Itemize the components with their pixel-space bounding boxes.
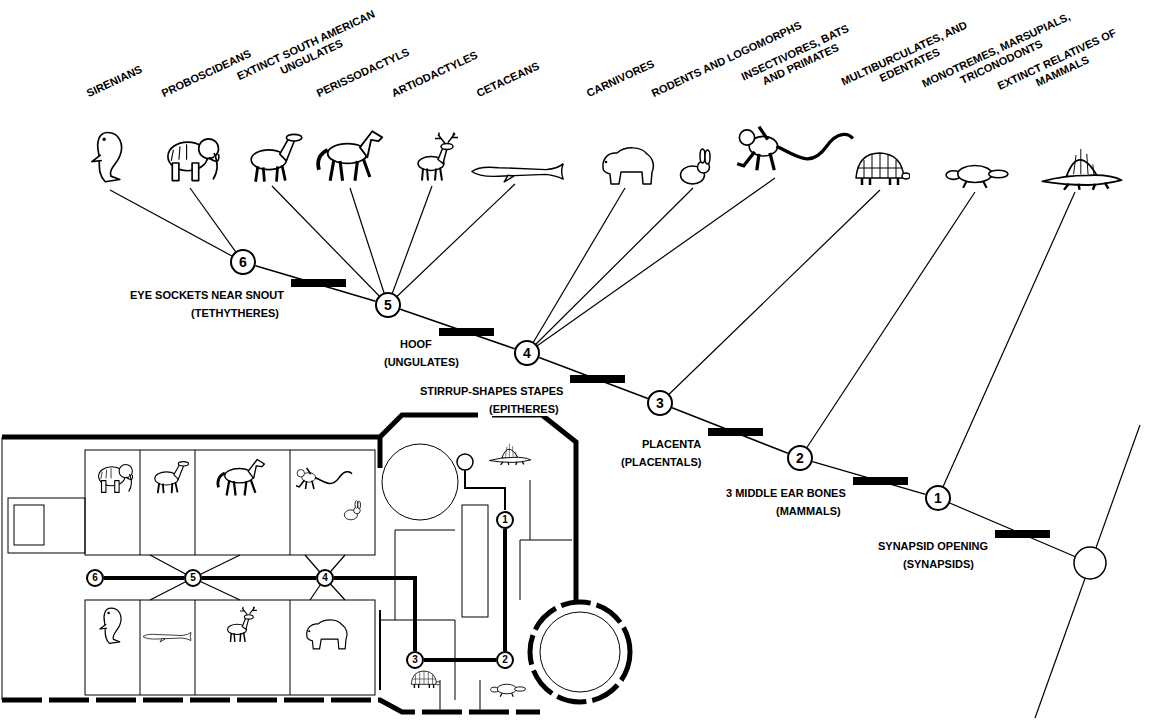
corridor-line [424, 658, 496, 662]
trait-label: (UNGULATES) [383, 355, 460, 369]
trait-label: PLACENTA [641, 437, 702, 451]
trait-label: (EPITHERES) [488, 402, 560, 416]
trait-label: EYE SOCKETS NEAR SNOUT [129, 288, 285, 302]
root-circle [1074, 547, 1106, 579]
corridor-line [503, 529, 507, 651]
plan-node: 5 [184, 569, 202, 587]
callout-number: 3 [656, 396, 664, 410]
floor-plan [2, 415, 630, 712]
trait-label: 3 MIDDLE EAR BONES [725, 486, 847, 500]
clade-node: 6 [230, 249, 256, 275]
taxon-label: CETACEANS [475, 60, 542, 100]
trait-label: (PLACENTALS) [620, 455, 702, 469]
animal-figures [92, 127, 1122, 190]
clade-node: 1 [925, 485, 951, 511]
callout-number: 2 [502, 655, 508, 665]
callout-number: 5 [190, 573, 196, 583]
clade-node: 2 [787, 445, 813, 471]
trait-label: HOOF [399, 337, 433, 351]
trait-label: (MAMMALS) [775, 504, 842, 518]
clade-node: 3 [647, 390, 673, 416]
plan-node: 3 [406, 651, 424, 669]
corridor-line [334, 578, 415, 651]
plan-node: 2 [496, 651, 514, 669]
trait-label: (TETHYTHERES) [190, 306, 280, 320]
trait-label: SYNAPSID OPENING [877, 539, 989, 553]
trait-label: (SYNAPSIDS) [902, 557, 975, 571]
plan-node: 4 [316, 569, 334, 587]
plan-node: 6 [86, 569, 104, 587]
trait-bars [291, 279, 1050, 538]
corridor-line [104, 576, 184, 580]
taxon-label: CARNIVORES [585, 57, 657, 100]
callout-number: 3 [412, 655, 418, 665]
clade-node: 5 [375, 292, 401, 318]
trait-label: STIRRUP-SHAPES STAPES [419, 384, 564, 398]
clade-node: 4 [514, 340, 540, 366]
plan-node: 1 [496, 511, 514, 529]
callout-number: 2 [796, 451, 804, 465]
callout-number: 1 [502, 515, 508, 525]
corridor-line [202, 576, 316, 580]
branch-lines [110, 178, 1140, 718]
callout-number: 1 [934, 491, 942, 505]
callout-number: 4 [322, 573, 328, 583]
callout-number: 4 [523, 346, 531, 360]
callout-number: 6 [239, 255, 247, 269]
callout-number: 5 [384, 298, 392, 312]
taxon-label: SIRENIANS [85, 63, 145, 100]
plan-figures [99, 444, 531, 697]
callout-number: 6 [92, 573, 98, 583]
